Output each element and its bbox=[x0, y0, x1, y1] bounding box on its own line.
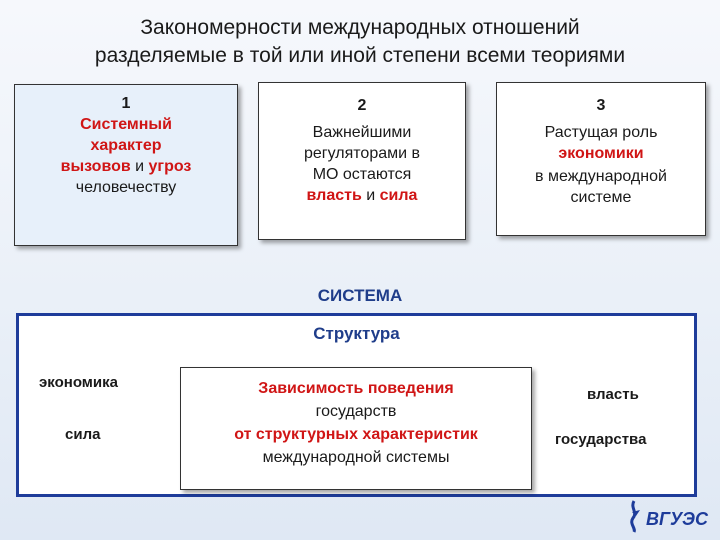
university-logo: ВГУЭС bbox=[630, 500, 709, 533]
pattern-box-2: 2 Важнейшими регуляторами в МО остаются … bbox=[258, 82, 466, 240]
center-red-line-2: от структурных характеристик bbox=[234, 426, 478, 443]
box-1-number: 1 bbox=[121, 95, 131, 112]
box-2-line-1: Важнейшими bbox=[312, 124, 412, 141]
slide-title: Закономерности международных отношений р… bbox=[20, 14, 700, 70]
box-2-line-2: регуляторами в bbox=[303, 145, 420, 162]
box-1-red-line-b: характер bbox=[90, 137, 162, 154]
system-label: СИСТЕМА bbox=[317, 286, 403, 305]
box-3-number: 3 bbox=[596, 97, 606, 114]
center-red-line-1: Зависимость поведения bbox=[258, 380, 454, 397]
right-label-power: власть bbox=[587, 386, 639, 403]
pattern-box-1: 1 Системный характер вызовов и угроз чел… bbox=[14, 84, 238, 246]
box-3-line-3: в международной bbox=[535, 168, 667, 185]
box-3-line-4: системе bbox=[570, 189, 632, 206]
box-1-red-line-a: Системный bbox=[80, 116, 172, 133]
center-plain-line-1: государств bbox=[315, 403, 397, 420]
box-1-line-challenges: вызовов и угроз bbox=[15, 156, 237, 177]
box-2-number: 2 bbox=[357, 97, 367, 114]
box-2-and: и bbox=[366, 187, 376, 204]
box-3-line-1: Растущая роль bbox=[544, 124, 658, 141]
box-1-red-threats: угроз bbox=[148, 158, 192, 175]
box-1-and: и bbox=[135, 158, 145, 175]
center-plain-line-2: международной системы bbox=[262, 449, 450, 466]
system-frame: Структура экономика сила Зависимость пов… bbox=[16, 313, 697, 497]
left-label-force: сила bbox=[65, 426, 101, 443]
left-label-economy: экономика bbox=[39, 374, 118, 391]
title-line-2: разделяемые в той или иной степени всеми… bbox=[94, 44, 626, 67]
box-1-humanity: человечеству bbox=[75, 179, 177, 196]
box-2-red-power: власть bbox=[306, 187, 362, 204]
box-1-red-challenges: вызовов bbox=[60, 158, 131, 175]
logo-text: ВГУЭС bbox=[646, 509, 709, 529]
box-2-red-force: сила bbox=[379, 187, 418, 204]
right-label-states: государства bbox=[555, 431, 647, 448]
box-2-line-power: власть и сила bbox=[259, 185, 465, 206]
pattern-box-3: 3 Растущая роль экономики в международно… bbox=[496, 82, 706, 236]
box-3-red-economy: экономики bbox=[558, 145, 644, 162]
box-2-line-3: МО остаются bbox=[312, 166, 412, 183]
structure-dependence-box: Зависимость поведения государств от стру… bbox=[180, 367, 532, 490]
structure-label: Структура bbox=[313, 324, 400, 343]
title-line-1: Закономерности международных отношений bbox=[140, 16, 580, 39]
